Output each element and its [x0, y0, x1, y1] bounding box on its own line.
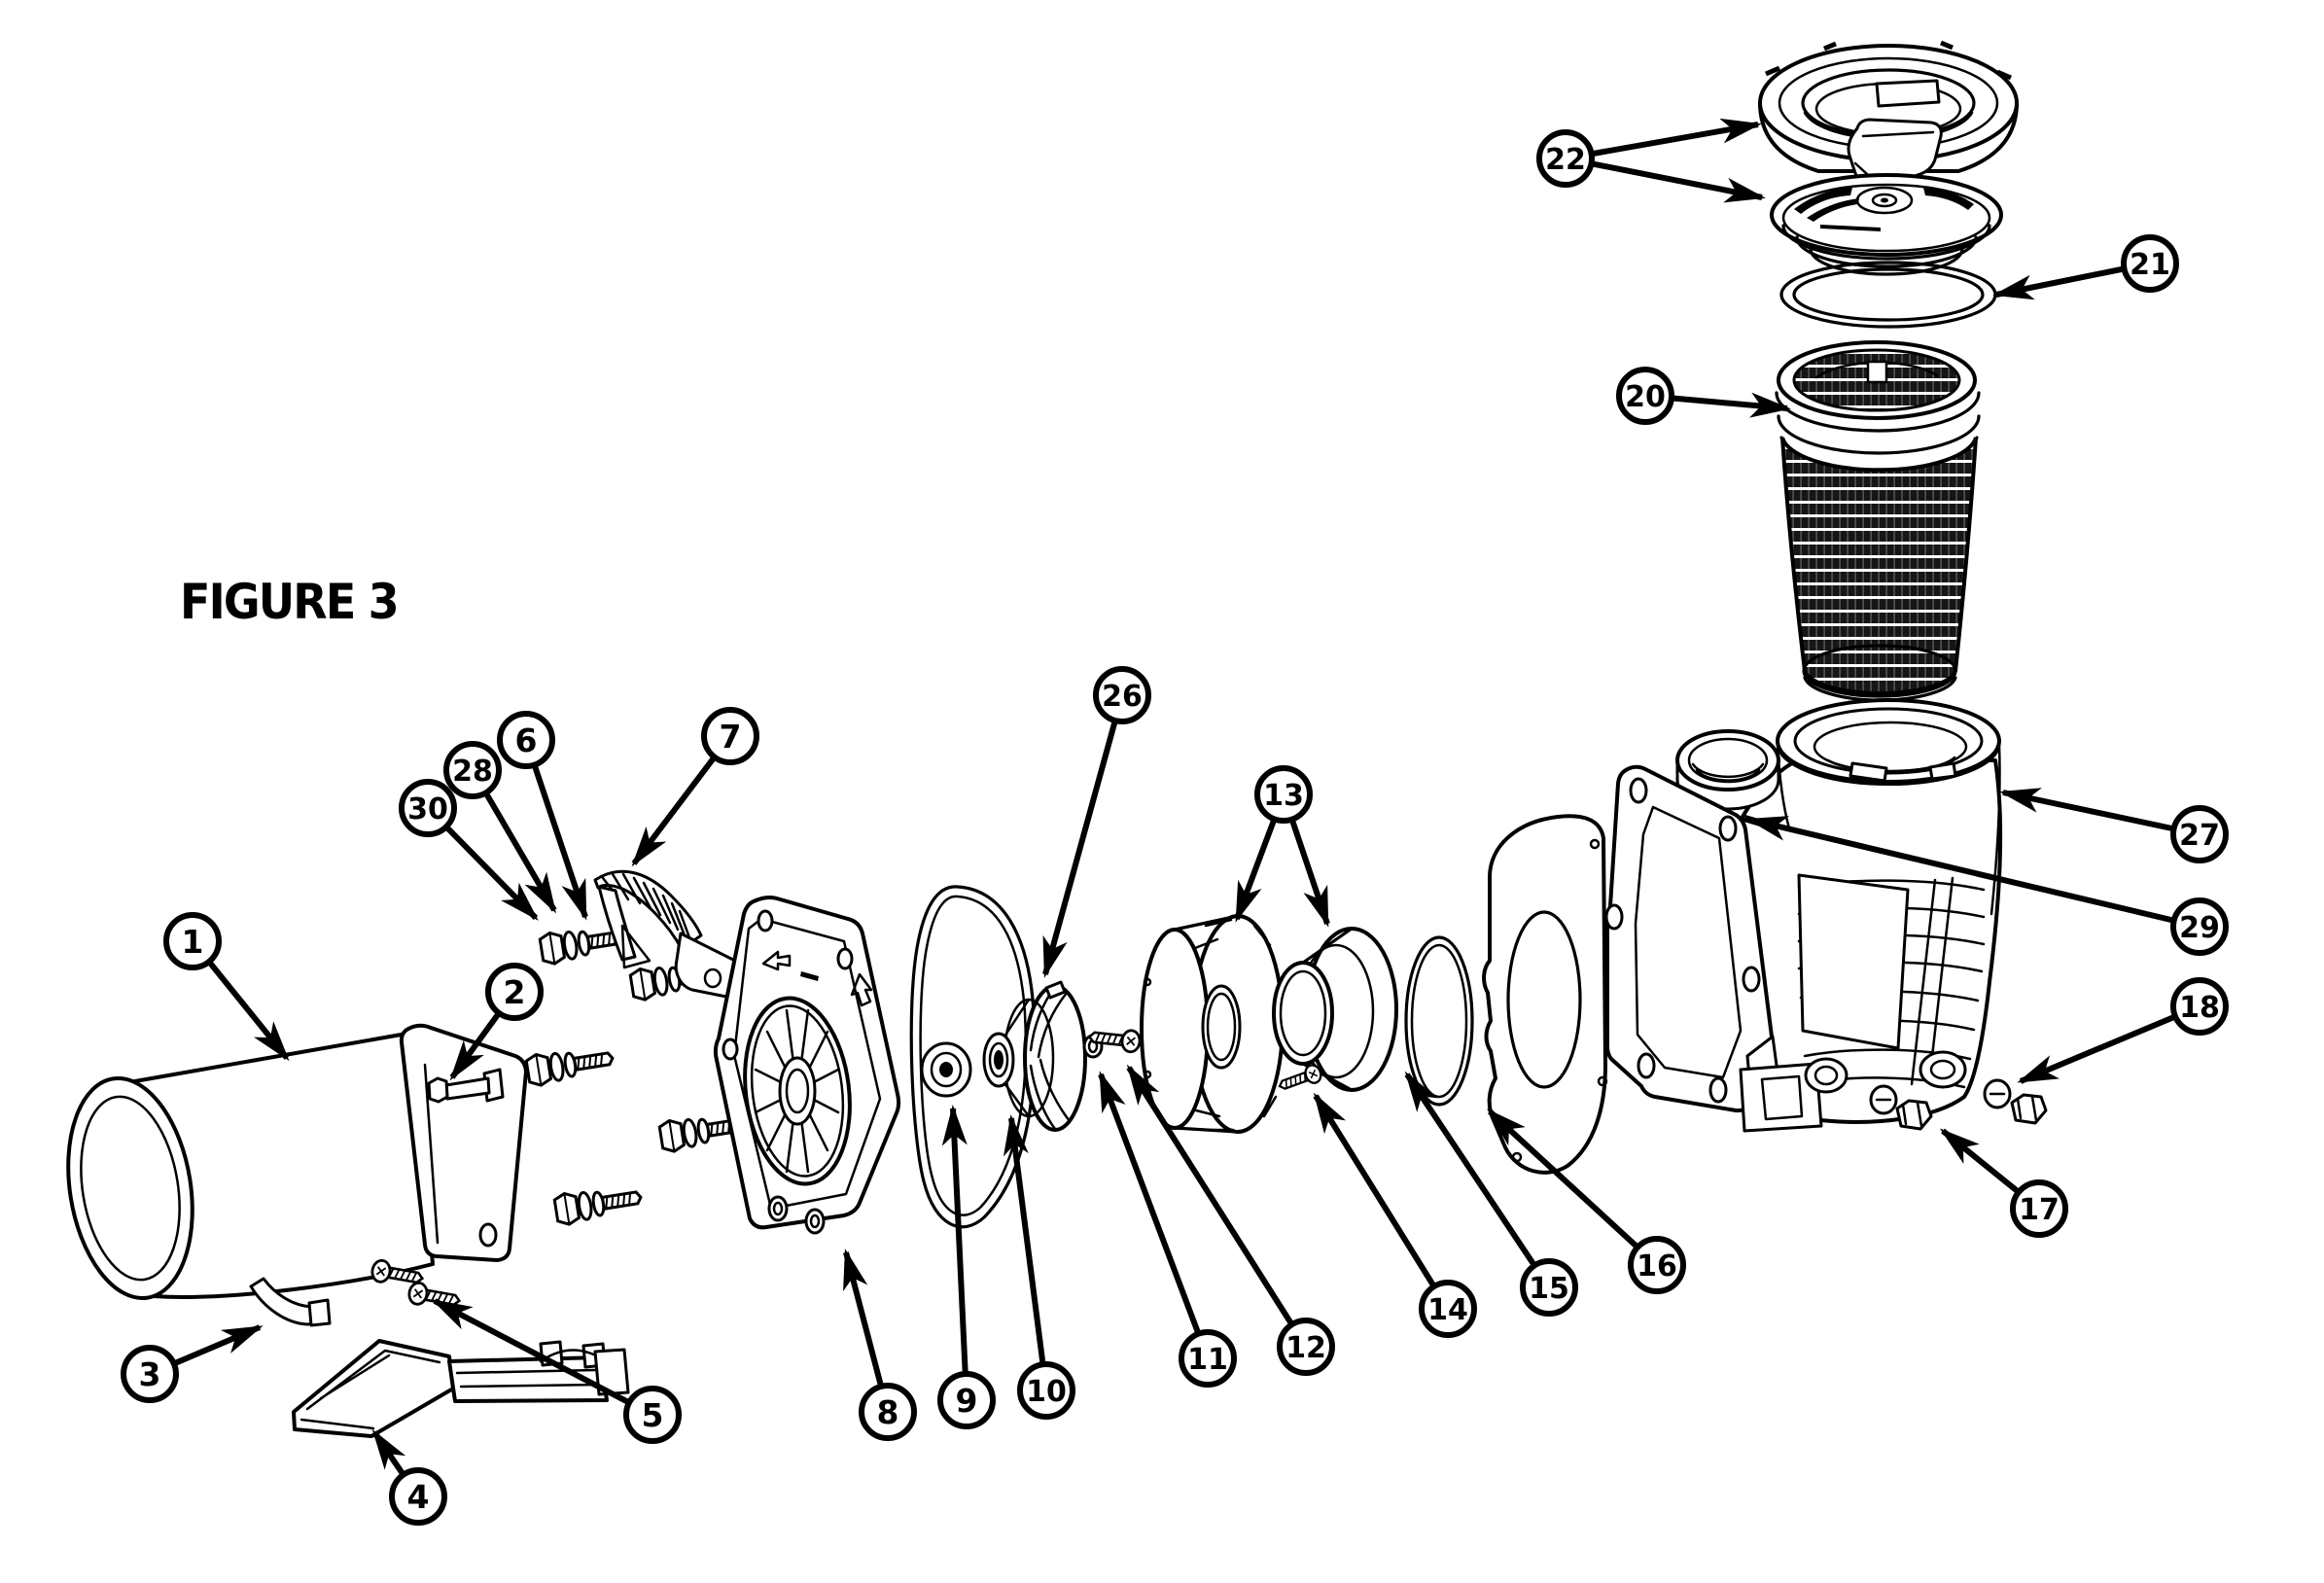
- lock-ring: [1758, 40, 2019, 193]
- svg-text:2: 2: [504, 973, 526, 1011]
- svg-text:1: 1: [182, 923, 204, 961]
- callout-7: 7: [701, 707, 759, 765]
- callout-21: 21: [2121, 234, 2179, 293]
- callout-9: 9: [937, 1371, 996, 1429]
- svg-text:18: 18: [2179, 991, 2220, 1025]
- leader-line-10: [1003, 1114, 1049, 1391]
- callout-5: 5: [623, 1386, 682, 1444]
- leader-line-6: [523, 739, 588, 921]
- callout-30: 30: [399, 779, 457, 837]
- diffuser: [1140, 914, 1285, 1134]
- lid: [1770, 173, 2003, 276]
- rotation-arrow-icon: [761, 950, 792, 971]
- motor-mount-shim: [249, 1277, 332, 1327]
- housing-flange: [1604, 764, 1775, 1113]
- leader-line-22: [1565, 118, 1762, 161]
- housing-foot: [1739, 1035, 1823, 1133]
- svg-text:5: 5: [642, 1396, 664, 1434]
- callout-18: 18: [2170, 977, 2229, 1036]
- callout-12: 12: [1277, 1318, 1335, 1376]
- svg-text:29: 29: [2179, 911, 2220, 945]
- callout-2: 2: [485, 963, 544, 1021]
- pump-housing: [1604, 698, 2003, 1133]
- svg-text:30: 30: [407, 792, 448, 827]
- callout-13: 13: [1254, 765, 1313, 824]
- motor-base: [292, 1339, 630, 1438]
- callout-22: 22: [1536, 129, 1595, 188]
- leader-line-16: [1487, 1108, 1660, 1268]
- svg-text:10: 10: [1026, 1375, 1067, 1409]
- svg-text:12: 12: [1285, 1331, 1326, 1365]
- callout-8: 8: [859, 1383, 917, 1441]
- svg-text:6: 6: [515, 721, 538, 759]
- motor-stud: [427, 1068, 505, 1104]
- leader-line-12: [1126, 1064, 1309, 1349]
- leader-line-18: [2017, 1003, 2201, 1084]
- leader-line-29: [1746, 816, 2201, 930]
- callout-3: 3: [121, 1345, 179, 1403]
- svg-text:7: 7: [720, 718, 742, 756]
- svg-text:3: 3: [139, 1355, 161, 1393]
- callout-1: 1: [163, 912, 222, 970]
- lid-oring: [1779, 261, 1997, 329]
- svg-text:26: 26: [1102, 680, 1143, 714]
- leader-line-27: [1999, 788, 2201, 837]
- impeller: [982, 980, 1087, 1132]
- leader-line-5: [431, 1298, 654, 1418]
- shaft-seal: [920, 1041, 972, 1098]
- svg-text:15: 15: [1529, 1272, 1569, 1306]
- leader-line-11: [1098, 1071, 1211, 1360]
- leader-line-22: [1565, 156, 1766, 203]
- svg-text:13: 13: [1263, 779, 1304, 813]
- svg-text:17: 17: [2019, 1193, 2060, 1227]
- diffuser-cone: [1272, 927, 1398, 1092]
- drain-plugs: [1895, 1093, 2048, 1131]
- pump-body-gasket: [1482, 814, 1608, 1175]
- callout-29: 29: [2170, 897, 2229, 956]
- diffuser-oring: [1404, 935, 1474, 1107]
- svg-text:8: 8: [877, 1393, 899, 1431]
- leader-line-9: [941, 1105, 969, 1401]
- svg-text:14: 14: [1427, 1293, 1468, 1327]
- handle: [593, 869, 739, 1000]
- callout-26: 26: [1093, 666, 1151, 724]
- svg-text:27: 27: [2179, 819, 2220, 853]
- callout-4: 4: [389, 1467, 447, 1526]
- leader-line-26: [1042, 694, 1125, 978]
- callout-15: 15: [1520, 1258, 1578, 1317]
- callout-14: 14: [1419, 1280, 1477, 1338]
- drain-plug-washers: [1869, 1078, 2012, 1115]
- svg-text:11: 11: [1187, 1343, 1228, 1377]
- seal-plate: [713, 896, 901, 1235]
- callout-28: 28: [443, 741, 502, 799]
- callout-10: 10: [1017, 1361, 1075, 1420]
- diffuser-screw: [1275, 1061, 1324, 1097]
- leader-line-15: [1404, 1071, 1552, 1289]
- svg-text:20: 20: [1625, 380, 1666, 414]
- svg-text:21: 21: [2130, 248, 2170, 282]
- callout-17: 17: [2010, 1179, 2068, 1238]
- svg-text:4: 4: [407, 1478, 430, 1516]
- callout-11: 11: [1179, 1329, 1237, 1388]
- svg-text:28: 28: [452, 755, 493, 789]
- callout-27: 27: [2170, 805, 2229, 863]
- callout-20: 20: [1616, 367, 1674, 425]
- svg-text:9: 9: [956, 1382, 978, 1420]
- callout-6: 6: [497, 711, 555, 769]
- motor: [66, 1023, 528, 1301]
- strainer-basket: [1775, 340, 1981, 702]
- svg-text:16: 16: [1637, 1249, 1677, 1284]
- callout-16: 16: [1628, 1236, 1686, 1294]
- rotation-arrow-icon: [850, 972, 873, 1007]
- svg-text:22: 22: [1545, 143, 1586, 177]
- leader-line-14: [1313, 1092, 1451, 1311]
- seal-plate-gasket: [909, 885, 1037, 1229]
- figure-label: FIGURE 3: [180, 574, 398, 630]
